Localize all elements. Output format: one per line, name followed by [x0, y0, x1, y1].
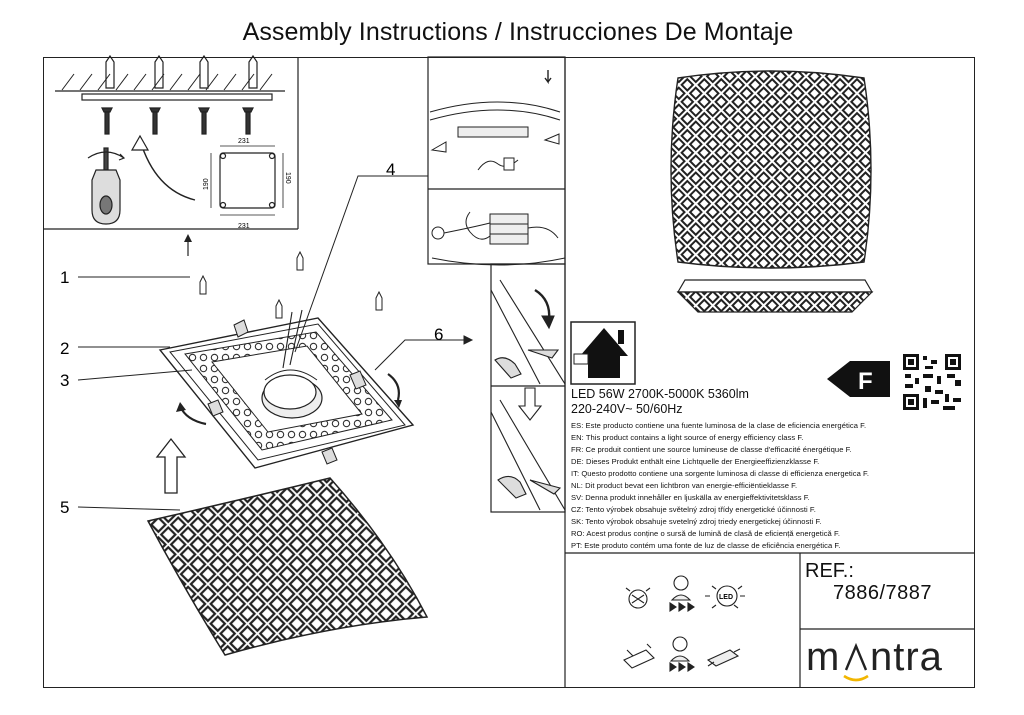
screwdriver-icon — [87, 147, 126, 225]
callout-2: 2 — [60, 339, 69, 358]
product-side-view — [676, 279, 874, 313]
safety-icons — [623, 575, 745, 673]
energy-class-letter: F — [858, 368, 873, 395]
svg-text:m: m — [806, 635, 840, 679]
forward-triangles-icon-2 — [669, 661, 695, 673]
spec-power-line: LED 56W 2700K-5000K 5360lm — [571, 387, 749, 401]
led-driver-icon — [706, 648, 741, 667]
led-icon-label: LED — [719, 594, 733, 601]
dimension-top: 231 — [238, 138, 250, 145]
product-top-view — [670, 70, 872, 269]
energy-statement-sv: SV: Denna produkt innehåller en ljuskäll… — [571, 493, 810, 502]
wall-plug-loose — [199, 250, 383, 319]
energy-statement-pt: PT: Este produto contém uma fonte de luz… — [571, 541, 841, 550]
callout-5: 5 — [60, 498, 69, 517]
callout-3: 3 — [60, 371, 69, 390]
technician-icon-2 — [669, 636, 691, 662]
dimension-left: 190 — [203, 178, 210, 190]
energy-statement-it: IT: Questo prodotto contiene una sorgent… — [571, 469, 870, 478]
dimension-bottom: 231 — [238, 223, 250, 230]
diffuser-cover — [146, 477, 429, 656]
energy-statement-es: ES: Este producto contiene una fuente lu… — [571, 421, 867, 430]
wall-plug-icons — [105, 54, 258, 89]
energy-statement-en: EN: This product contains a light source… — [571, 433, 804, 442]
energy-statement-de: DE: Dieses Produkt enthält eine Lichtque… — [571, 457, 820, 466]
led-icon — [705, 585, 745, 609]
callout-1: 1 — [60, 268, 69, 287]
up-arrow-icon — [155, 437, 187, 494]
screw-icons — [101, 107, 254, 135]
energy-statement-nl: NL: Dit product bevat een lichtbron van … — [571, 481, 798, 490]
technician-icon — [670, 575, 692, 601]
brand-logo: m ntra — [806, 635, 943, 682]
qr-code — [901, 352, 963, 412]
ceiling-mounting-inset — [55, 54, 285, 225]
energy-statement-fr: FR: Ce produit contient une source lumin… — [571, 445, 852, 454]
mounting-bracket — [210, 145, 284, 216]
no-power-icon — [625, 587, 651, 609]
dimension-right: 190 — [284, 172, 291, 184]
energy-statement-cz: CZ: Tento výrobek obsahuje světelný zdro… — [571, 505, 816, 514]
forward-triangles-icon — [669, 601, 695, 613]
indoor-use-icon — [570, 321, 636, 385]
base-plate — [158, 309, 415, 469]
reference-label: REF.: — [805, 560, 854, 582]
spec-voltage-line: 220-240V~ 50/60Hz — [571, 402, 683, 416]
callout-6: 6 — [434, 325, 443, 344]
wiring-illustration — [429, 70, 566, 266]
svg-text:ntra: ntra — [870, 635, 943, 679]
callout-4: 4 — [386, 160, 395, 179]
energy-statement-ro: RO: Acest produs conține o sursă de lumi… — [571, 529, 840, 538]
energy-statement-sk: SK: Tento výrobok obsahuje svetelný zdro… — [571, 517, 822, 526]
driver-connector-icon — [623, 643, 655, 669]
clip-illustration — [490, 279, 566, 511]
reference-number: 7886/7887 — [833, 582, 933, 604]
document-title: Assembly Instructions / Instrucciones De… — [242, 18, 794, 46]
energy-class-label: F — [827, 361, 890, 397]
